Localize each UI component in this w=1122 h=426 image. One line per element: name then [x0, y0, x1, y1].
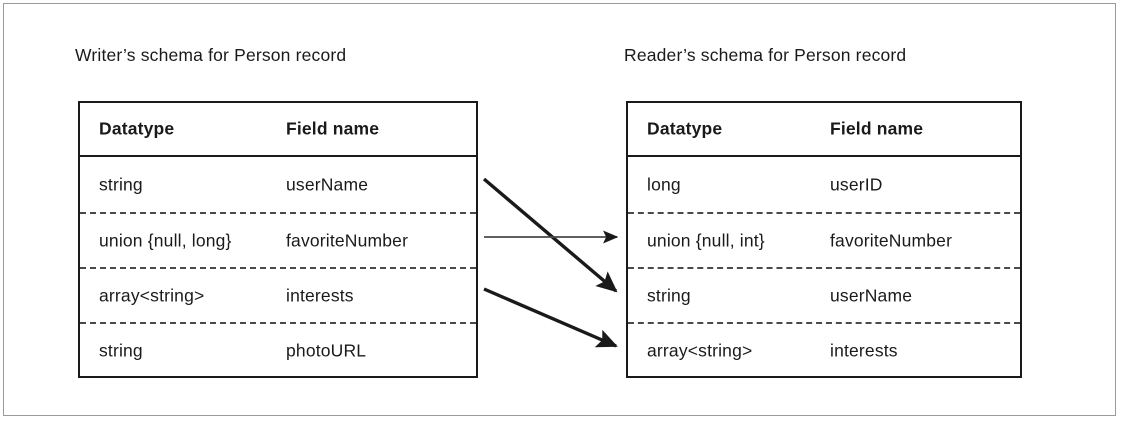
- writer-row-2-datatype: array<string>: [99, 285, 205, 305]
- reader-row-2-field: userName: [830, 285, 913, 305]
- writer-row-1-field: favoriteNumber: [286, 230, 409, 250]
- reader-schema-title: Reader’s schema for Person record: [624, 45, 907, 65]
- writer-schema-title: Writer’s schema for Person record: [75, 45, 347, 65]
- writer-row-0-field: userName: [286, 174, 369, 194]
- writer-schema-table: Datatype Field name string userName unio…: [78, 101, 478, 378]
- reader-table-body: long userID union {null, int} favoriteNu…: [628, 157, 1020, 377]
- mapping-arrow-interests: [483, 287, 618, 348]
- writer-row-0-datatype: string: [99, 174, 143, 194]
- writer-table-header-row: Datatype Field name: [80, 103, 476, 157]
- writer-row-1-datatype: union {null, long}: [99, 230, 232, 250]
- table-row: union {null, long} favoriteNumber: [80, 212, 476, 267]
- reader-header-datatype: Datatype: [647, 118, 723, 139]
- writer-table-body: string userName union {null, long} favor…: [80, 157, 476, 377]
- table-row: string userName: [80, 157, 476, 212]
- table-row: array<string> interests: [628, 322, 1020, 377]
- reader-row-0-field: userID: [830, 174, 883, 194]
- table-row: string userName: [628, 267, 1020, 322]
- reader-schema-table: Datatype Field name long userID union {n…: [626, 101, 1022, 378]
- writer-row-3-datatype: string: [99, 340, 143, 360]
- figure-container: Writer’s schema for Person record Dataty…: [3, 3, 1116, 416]
- reader-row-3-datatype: array<string>: [647, 340, 753, 360]
- writer-row-2-field: interests: [286, 285, 354, 305]
- reader-row-1-field: favoriteNumber: [830, 230, 953, 250]
- writer-header-datatype: Datatype: [99, 118, 175, 139]
- reader-row-0-datatype: long: [647, 174, 681, 194]
- table-row: string photoURL: [80, 322, 476, 377]
- writer-header-field-name: Field name: [286, 118, 380, 139]
- reader-table-header-row: Datatype Field name: [628, 103, 1020, 157]
- mapping-arrow-username: [482, 177, 618, 293]
- table-row: long userID: [628, 157, 1020, 212]
- writer-row-3-field: photoURL: [286, 340, 367, 360]
- table-row: array<string> interests: [80, 267, 476, 322]
- reader-header-field-name: Field name: [830, 118, 924, 139]
- reader-row-1-datatype: union {null, int}: [647, 230, 765, 250]
- table-row: union {null, int} favoriteNumber: [628, 212, 1020, 267]
- reader-row-2-datatype: string: [647, 285, 691, 305]
- reader-row-3-field: interests: [830, 340, 898, 360]
